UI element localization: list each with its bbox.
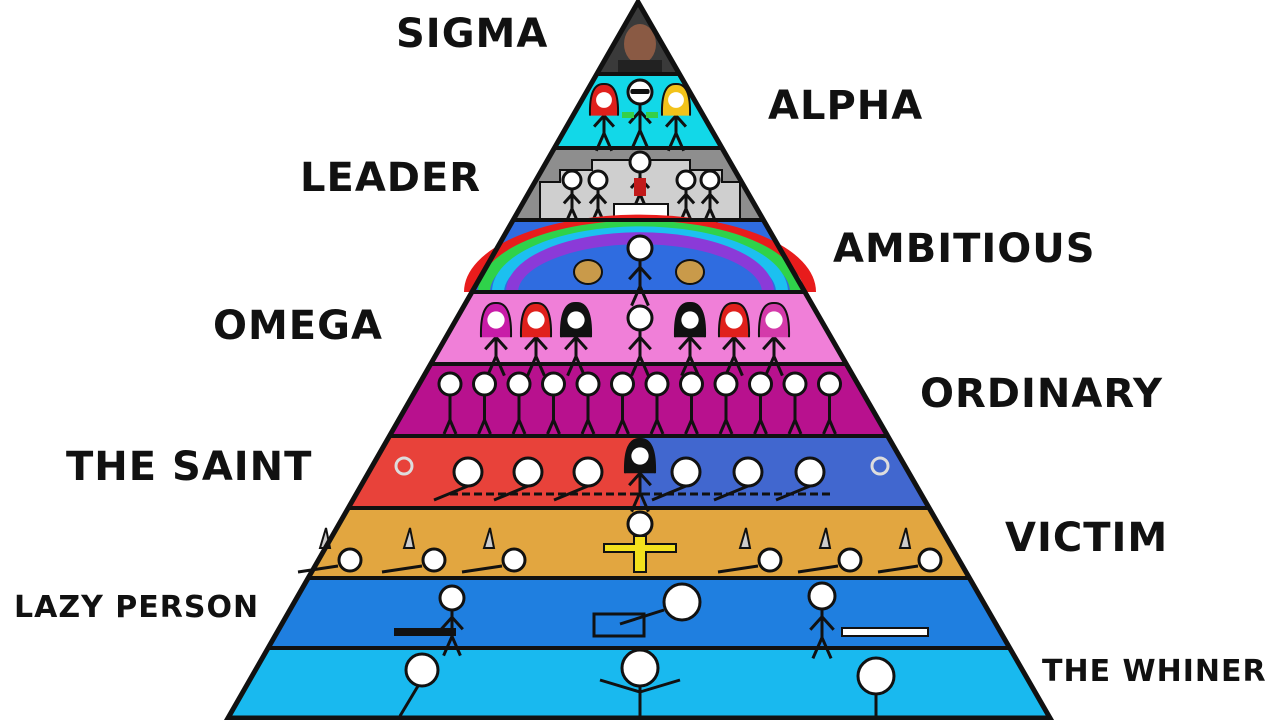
omega-figures xyxy=(479,301,791,377)
label-the-saint: THE SAINT xyxy=(66,444,313,490)
tier-ordinary xyxy=(388,364,888,436)
label-leader: LEADER xyxy=(300,155,482,201)
label-ambitious: AMBITIOUS xyxy=(833,226,1096,272)
whiner-figures xyxy=(398,648,896,718)
sigma-portrait xyxy=(618,24,662,74)
lazy-figures xyxy=(394,581,929,660)
saint-figures xyxy=(394,436,929,513)
label-sigma: SIGMA xyxy=(396,11,549,57)
label-ordinary: ORDINARY xyxy=(920,371,1163,417)
label-lazy-person: LAZY PERSON xyxy=(14,590,260,625)
victim-figures xyxy=(297,510,943,574)
label-alpha: ALPHA xyxy=(768,83,924,129)
label-the-whiner: THE WHINER xyxy=(1042,654,1267,689)
label-omega: OMEGA xyxy=(213,303,383,349)
pyramid-outline xyxy=(223,0,1055,720)
alpha-figures xyxy=(588,78,692,152)
ordinary-figures xyxy=(437,371,842,435)
label-victim: VICTIM xyxy=(1005,515,1169,561)
leader-figures xyxy=(539,150,741,224)
